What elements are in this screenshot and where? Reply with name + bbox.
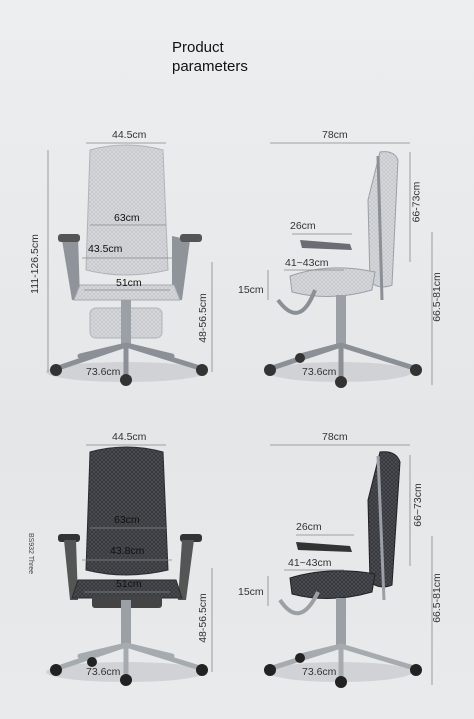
top-side-arm-height: 66.5-81cm xyxy=(430,272,443,322)
page-title: Product parameters xyxy=(172,38,248,76)
bottom-side-base: 73.6cm xyxy=(302,666,337,678)
top-front-width: 44.5cm xyxy=(112,129,147,141)
bottom-front-base: 73.6cm xyxy=(86,666,121,678)
bottom-side-dimension-lines xyxy=(267,444,433,685)
front-chair-dark xyxy=(46,446,208,686)
top-side-arm-range: 41~43cm xyxy=(285,257,329,269)
top-side-base: 73.6cm xyxy=(302,366,337,378)
bottom-side-arm-height: 66.5-81cm xyxy=(430,573,443,623)
top-front-lumbar: 43.5cm xyxy=(88,243,123,255)
bottom-side-arm-range: 41~43cm xyxy=(288,557,332,569)
top-front-base: 73.6cm xyxy=(86,366,121,378)
top-front-dimension-lines xyxy=(47,142,213,372)
top-side-arm-lift: 15cm xyxy=(238,284,264,296)
bottom-front-seat-height: 48-56.5cm xyxy=(196,593,209,643)
top-side-dimension-lines xyxy=(267,142,433,385)
title-line-2: parameters xyxy=(172,58,248,75)
bottom-side-arm-depth: 26cm xyxy=(296,521,322,533)
bottom-front-dimension-lines xyxy=(82,444,213,672)
bottom-front-back-width: 63cm xyxy=(114,514,140,526)
top-side-arm-depth: 26cm xyxy=(290,220,316,232)
top-side-back-height: 66-73cm xyxy=(410,181,423,223)
bottom-front-seat: 51cm xyxy=(116,578,142,590)
bottom-side-back-height: 66~73cm xyxy=(411,483,424,527)
top-front-total-height: 111-126.5cm xyxy=(28,234,41,294)
side-chair-dark xyxy=(264,451,422,688)
bottom-front-side-note: BS932 Three xyxy=(27,532,35,575)
bottom-front-width: 44.5cm xyxy=(112,431,147,443)
top-front-seat-height: 48-56.5cm xyxy=(196,293,209,343)
front-chair-light xyxy=(46,144,208,386)
title-line-1: Product xyxy=(172,39,224,56)
side-chair-light xyxy=(264,151,422,388)
top-front-back-width: 63cm xyxy=(114,212,140,224)
bottom-front-lumbar: 43.8cm xyxy=(110,545,145,557)
bottom-side-arm-lift: 15cm xyxy=(238,586,264,598)
top-front-seat: 51cm xyxy=(116,277,142,289)
top-side-depth: 78cm xyxy=(322,129,348,141)
bottom-side-depth: 78cm xyxy=(322,431,348,443)
